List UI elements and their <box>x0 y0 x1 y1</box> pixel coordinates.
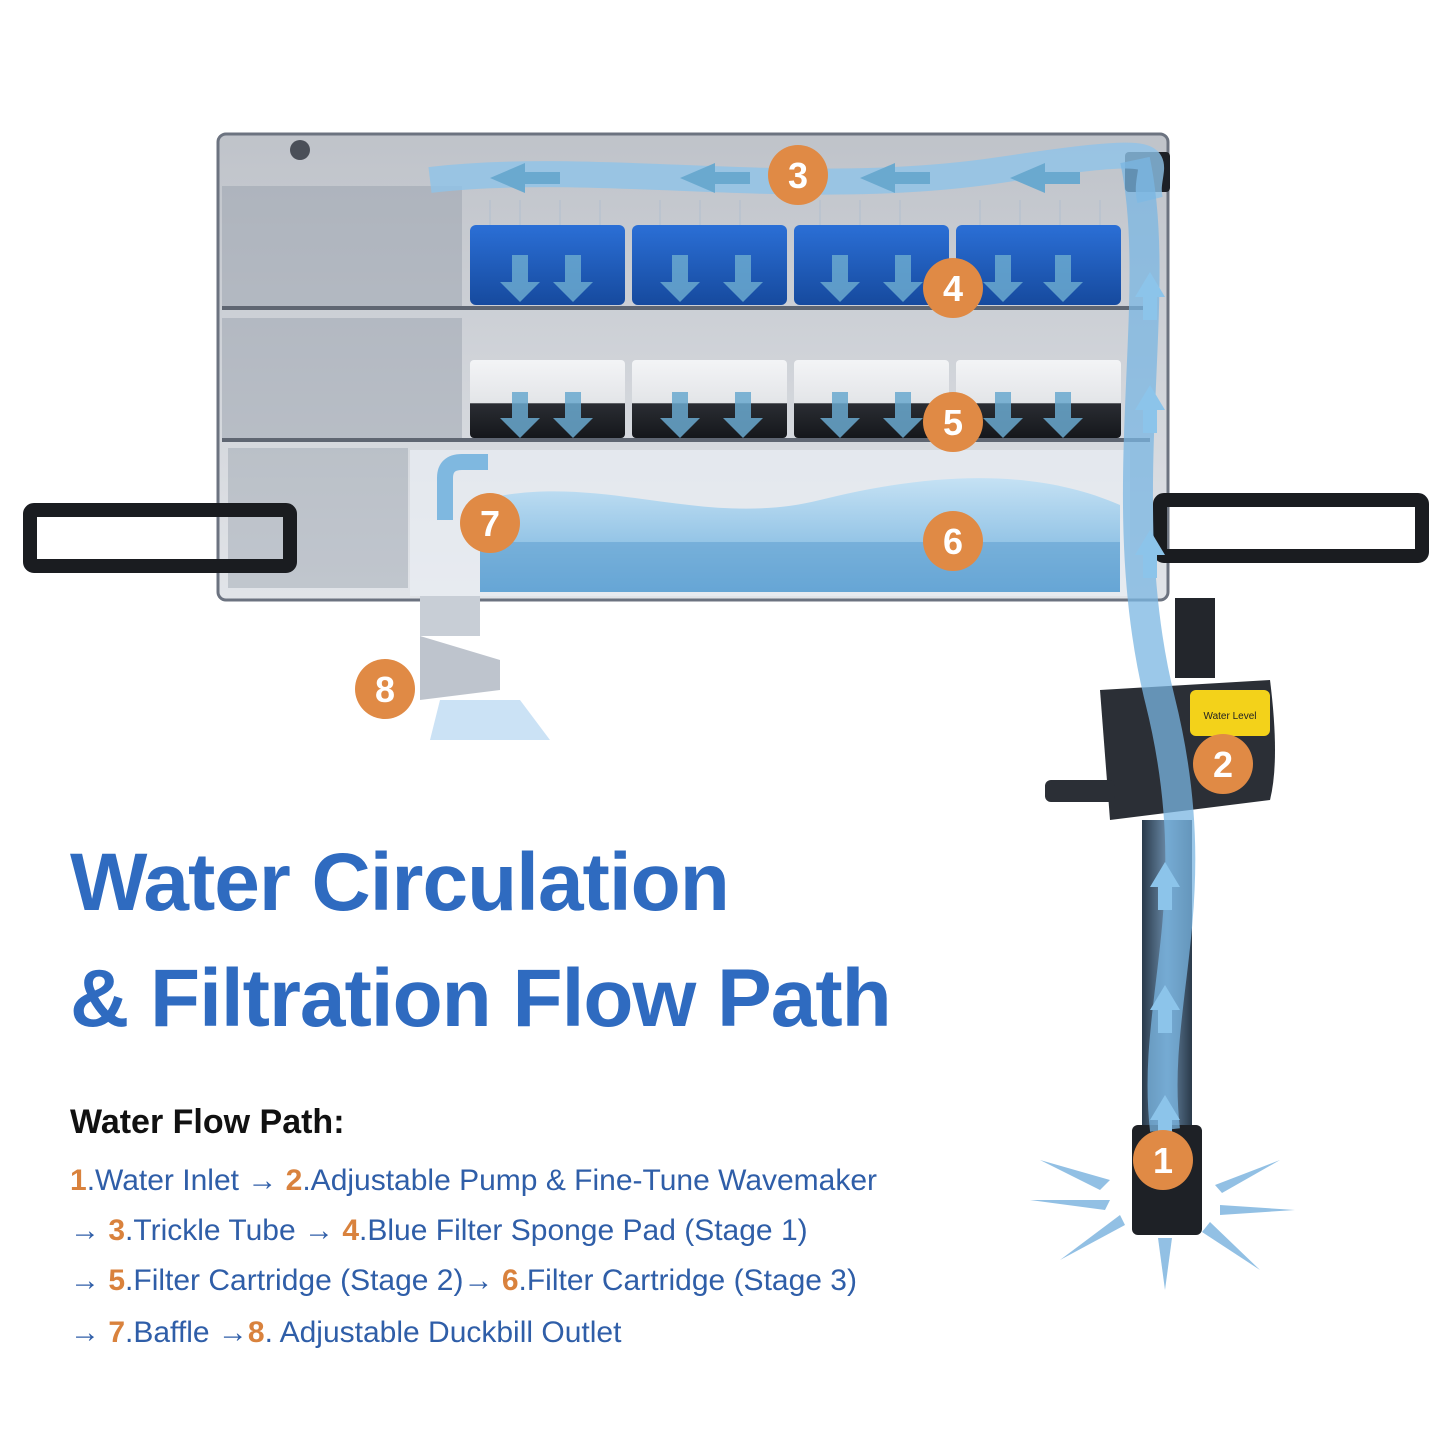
arrow: → <box>70 1214 100 1247</box>
flow-path-heading: Water Flow Path: <box>70 1103 345 1141</box>
badge-1-number: 1 <box>1153 1140 1173 1181</box>
arrow: → <box>304 1214 334 1247</box>
badge-6-number: 6 <box>943 521 963 562</box>
badge-3-number: 3 <box>788 155 808 196</box>
badge-5: 5 <box>923 392 983 452</box>
step-1-num: 1 <box>70 1164 87 1197</box>
badge-3: 3 <box>768 145 828 205</box>
headline-line-2: & Filtration Flow Path <box>70 953 892 1044</box>
badge-2: 2 <box>1193 734 1253 794</box>
mounting-brackets <box>23 493 1429 573</box>
flow-line-3: → 5.Filter Cartridge (Stage 2)→ 6.Filter… <box>70 1264 857 1298</box>
up-arrows <box>1135 272 1180 1143</box>
badge-4-number: 4 <box>943 268 963 309</box>
badge-7: 7 <box>460 493 520 553</box>
step-8-label: . Adjustable Duckbill Outlet <box>264 1316 622 1349</box>
step-4-num: 4 <box>342 1214 360 1247</box>
pump-water-level-label: Water Level <box>1204 711 1257 722</box>
step-3-label: .Trickle Tube <box>125 1214 296 1247</box>
step-4-label: .Blue Filter Sponge Pad (Stage 1) <box>359 1214 808 1247</box>
step-badges: 1 2 3 4 5 6 7 8 <box>355 145 1253 1190</box>
step-3-num: 3 <box>108 1214 126 1247</box>
badge-1: 1 <box>1133 1130 1193 1190</box>
step-2-num: 2 <box>285 1164 303 1197</box>
arrow: → <box>70 1316 100 1349</box>
flow-line-2: → 3.Trickle Tube → 4.Blue Filter Sponge … <box>70 1214 808 1248</box>
badge-5-number: 5 <box>943 402 963 443</box>
down-arrows <box>500 255 1083 438</box>
step-7-num: 7 <box>108 1316 126 1349</box>
step-8-num: 8 <box>247 1316 265 1349</box>
badge-8: 8 <box>355 659 415 719</box>
badge-7-number: 7 <box>480 503 500 544</box>
baffle-and-outlet <box>420 454 550 740</box>
flow-line-1: 1.Water Inlet → 2.Adjustable Pump & Fine… <box>70 1164 877 1198</box>
badge-2-number: 2 <box>1213 744 1233 785</box>
step-6-label: .Filter Cartridge (Stage 3) <box>518 1264 857 1297</box>
intake-arrows <box>1030 1160 1295 1290</box>
step-2-label: .Adjustable Pump & Fine-Tune Wavemaker <box>302 1164 878 1197</box>
step-5-num: 5 <box>108 1264 126 1297</box>
flow-line-4: → 7.Baffle →8. Adjustable Duckbill Outle… <box>70 1316 621 1350</box>
badge-8-number: 8 <box>375 669 395 710</box>
badge-4: 4 <box>923 258 983 318</box>
step-6-num: 6 <box>501 1264 519 1297</box>
left-arrows <box>490 163 1080 193</box>
trickle-drips <box>489 200 1101 225</box>
arrow: → <box>463 1264 494 1297</box>
arrow: → <box>247 1164 278 1197</box>
headline-line-1: Water Circulation <box>70 837 730 928</box>
step-5-label: .Filter Cartridge (Stage 2) <box>125 1264 464 1297</box>
step-7-label: .Baffle <box>125 1316 210 1349</box>
step-1-label: .Water Inlet <box>86 1164 239 1197</box>
arrow: → <box>70 1264 100 1297</box>
arrow: → <box>217 1316 248 1349</box>
badge-6: 6 <box>923 511 983 571</box>
